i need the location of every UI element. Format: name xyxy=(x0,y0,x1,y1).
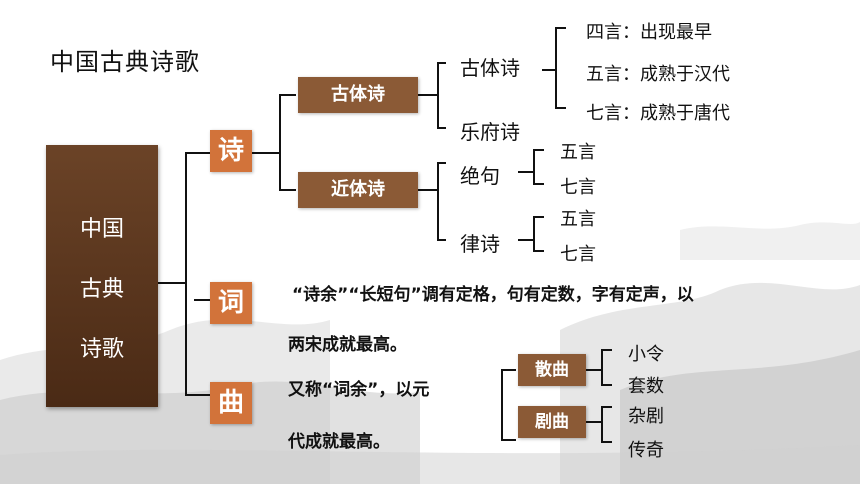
qu-node: 曲 xyxy=(210,382,252,424)
yan-brace xyxy=(555,27,566,109)
qu-description-line2: 代成就最高。 xyxy=(288,432,390,452)
sanqu-brace xyxy=(601,349,612,386)
yuefushi-node: 乐府诗 xyxy=(460,120,520,144)
jueju-node: 绝句 xyxy=(460,164,500,188)
ci-node: 词 xyxy=(210,282,252,324)
root-line: 古典 xyxy=(79,277,124,302)
lvshi-brace xyxy=(533,216,544,252)
lvshi-node: 律诗 xyxy=(460,232,500,256)
qu-brace xyxy=(501,369,516,441)
wuyan-item: 五言：成熟于汉代 xyxy=(586,64,730,85)
juqu-brace xyxy=(601,406,612,443)
root-node: 中国 古典 诗歌 xyxy=(46,145,158,407)
lvshi-qiyan: 七言 xyxy=(560,244,596,265)
taoshu-item: 套数 xyxy=(628,376,664,397)
siyan-item: 四言：出现最早 xyxy=(586,22,712,43)
jueju-wuyan: 五言 xyxy=(560,142,596,163)
gutishi-sub-node: 古体诗 xyxy=(460,56,520,80)
ci-description-line1: “诗余”“长短句”调有定格，句有定数，字有定声，以 xyxy=(292,285,694,305)
jintishi-node: 近体诗 xyxy=(298,172,418,208)
juqu-node: 剧曲 xyxy=(518,406,586,438)
chuanqi-item: 传奇 xyxy=(628,440,664,461)
jueju-qiyan: 七言 xyxy=(560,177,596,198)
jueju-brace xyxy=(533,149,544,185)
root-line: 诗歌 xyxy=(79,337,124,362)
shi-node: 诗 xyxy=(210,130,252,172)
gutishi-brace xyxy=(437,62,446,129)
jintishi-brace xyxy=(437,162,446,241)
xiaoling-item: 小令 xyxy=(628,344,664,365)
root-line: 中国 xyxy=(79,217,124,242)
zaju-item: 杂剧 xyxy=(628,406,664,427)
qu-description-line1: 又称“词余”，以元 xyxy=(288,380,430,400)
shi-brace xyxy=(279,94,296,191)
ci-description-line2: 两宋成就最高。 xyxy=(288,335,407,355)
gutishi-node: 古体诗 xyxy=(298,77,418,113)
qiyan-item: 七言：成熟于唐代 xyxy=(586,103,730,124)
lvshi-wuyan: 五言 xyxy=(560,209,596,230)
page-title: 中国古典诗歌 xyxy=(50,48,200,76)
first-level-brace xyxy=(185,152,194,396)
sanqu-node: 散曲 xyxy=(518,354,586,386)
